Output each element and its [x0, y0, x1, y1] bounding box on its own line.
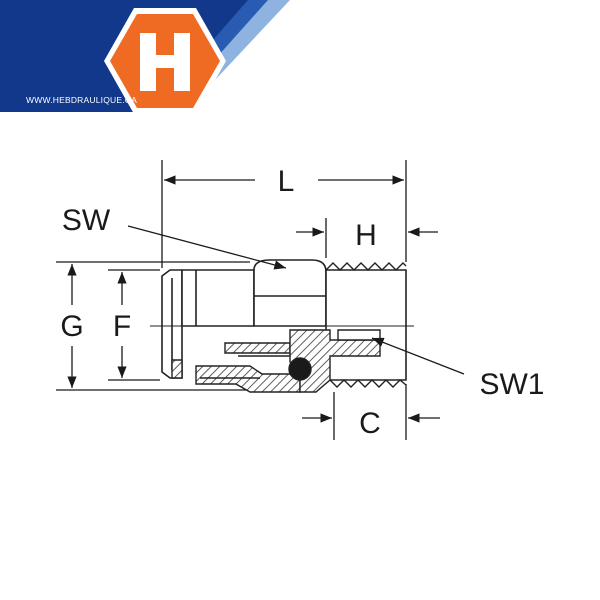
label-H: H — [355, 219, 377, 252]
label-SW: SW — [62, 204, 111, 237]
label-SW1: SW1 — [479, 368, 544, 401]
thread-section — [325, 269, 407, 381]
dimensions — [56, 160, 465, 440]
hex-nut — [253, 259, 327, 327]
body-upper — [181, 269, 255, 327]
fitting-body — [150, 259, 414, 381]
thread-bottom — [329, 379, 407, 388]
inner-sleeve — [224, 342, 291, 354]
label-G: G — [60, 310, 83, 343]
brand-url: WWW.HEBDRAULIQUE.CA — [26, 95, 137, 105]
label-C: C — [359, 407, 381, 440]
cross-section — [171, 329, 381, 393]
label-L: L — [278, 165, 295, 198]
body-section — [195, 365, 301, 393]
hex-logo — [104, 8, 226, 114]
leader-SW — [127, 225, 287, 270]
h-logo-icon — [140, 33, 190, 91]
dimension-labels: L SW H G F SW1 C — [60, 165, 544, 440]
thread-top — [325, 262, 407, 271]
collet-section — [171, 359, 183, 379]
o-ring — [288, 357, 312, 381]
leader-SW1 — [371, 337, 465, 375]
brand-banner: WWW.HEBDRAULIQUE.CA — [0, 0, 290, 114]
label-F: F — [113, 310, 131, 343]
